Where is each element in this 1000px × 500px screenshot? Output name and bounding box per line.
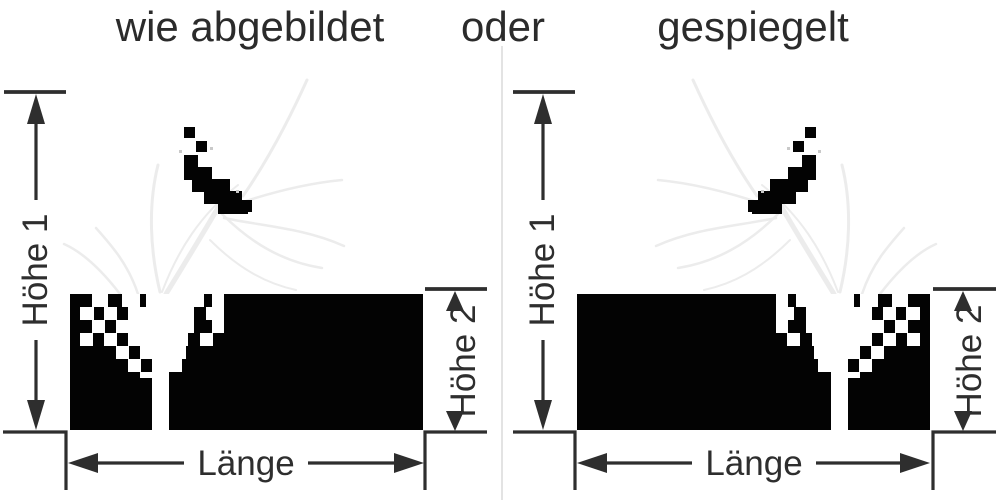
- height2-label: Höhe 2: [444, 305, 483, 418]
- arrow-left-icon: [577, 453, 607, 473]
- dimension-corner-bracket: [931, 430, 996, 490]
- height1-label: Höhe 1: [16, 214, 55, 327]
- arrow-left-icon: [68, 453, 98, 473]
- height2-label: Höhe 2: [950, 305, 989, 418]
- arrow-down-icon: [446, 411, 464, 431]
- option-mirrored-label: gespiegelt: [657, 3, 849, 50]
- arrow-up-icon: [446, 291, 464, 311]
- arrow-down-icon: [534, 400, 552, 430]
- length-dimension: Länge: [68, 444, 424, 483]
- height2-dimension: Höhe 2: [931, 287, 996, 490]
- arrow-down-icon: [27, 400, 45, 430]
- arrow-up-icon: [954, 291, 972, 311]
- dimension-corner-bracket: [3, 430, 68, 490]
- length-label: Länge: [197, 444, 294, 483]
- dimension-corner-bracket: [423, 430, 487, 490]
- arrow-down-icon: [954, 411, 972, 431]
- panel-mirrored: Höhe 1 Höhe 2 Länge: [513, 80, 996, 490]
- dimension-corner-bracket: [513, 430, 577, 490]
- panel-as-shown: Höhe 1 Höhe 2 Länge: [3, 80, 487, 490]
- height1-dimension: Höhe 1: [513, 90, 577, 490]
- arrow-right-icon: [900, 453, 930, 473]
- arrow-up-icon: [534, 94, 552, 124]
- length-label: Länge: [705, 444, 802, 483]
- arrow-up-icon: [27, 94, 45, 124]
- height2-dimension: Höhe 2: [423, 287, 487, 490]
- option-as-shown-label: wie abgebildet: [115, 3, 385, 50]
- height1-dimension: Höhe 1: [3, 90, 68, 490]
- arrow-right-icon: [394, 453, 424, 473]
- or-separator-label: oder: [460, 3, 546, 50]
- grass-cattail-silhouette-mirrored: [577, 80, 936, 430]
- length-dimension: Länge: [577, 444, 930, 483]
- grass-cattail-silhouette: [64, 80, 423, 430]
- height1-label: Höhe 1: [523, 214, 562, 327]
